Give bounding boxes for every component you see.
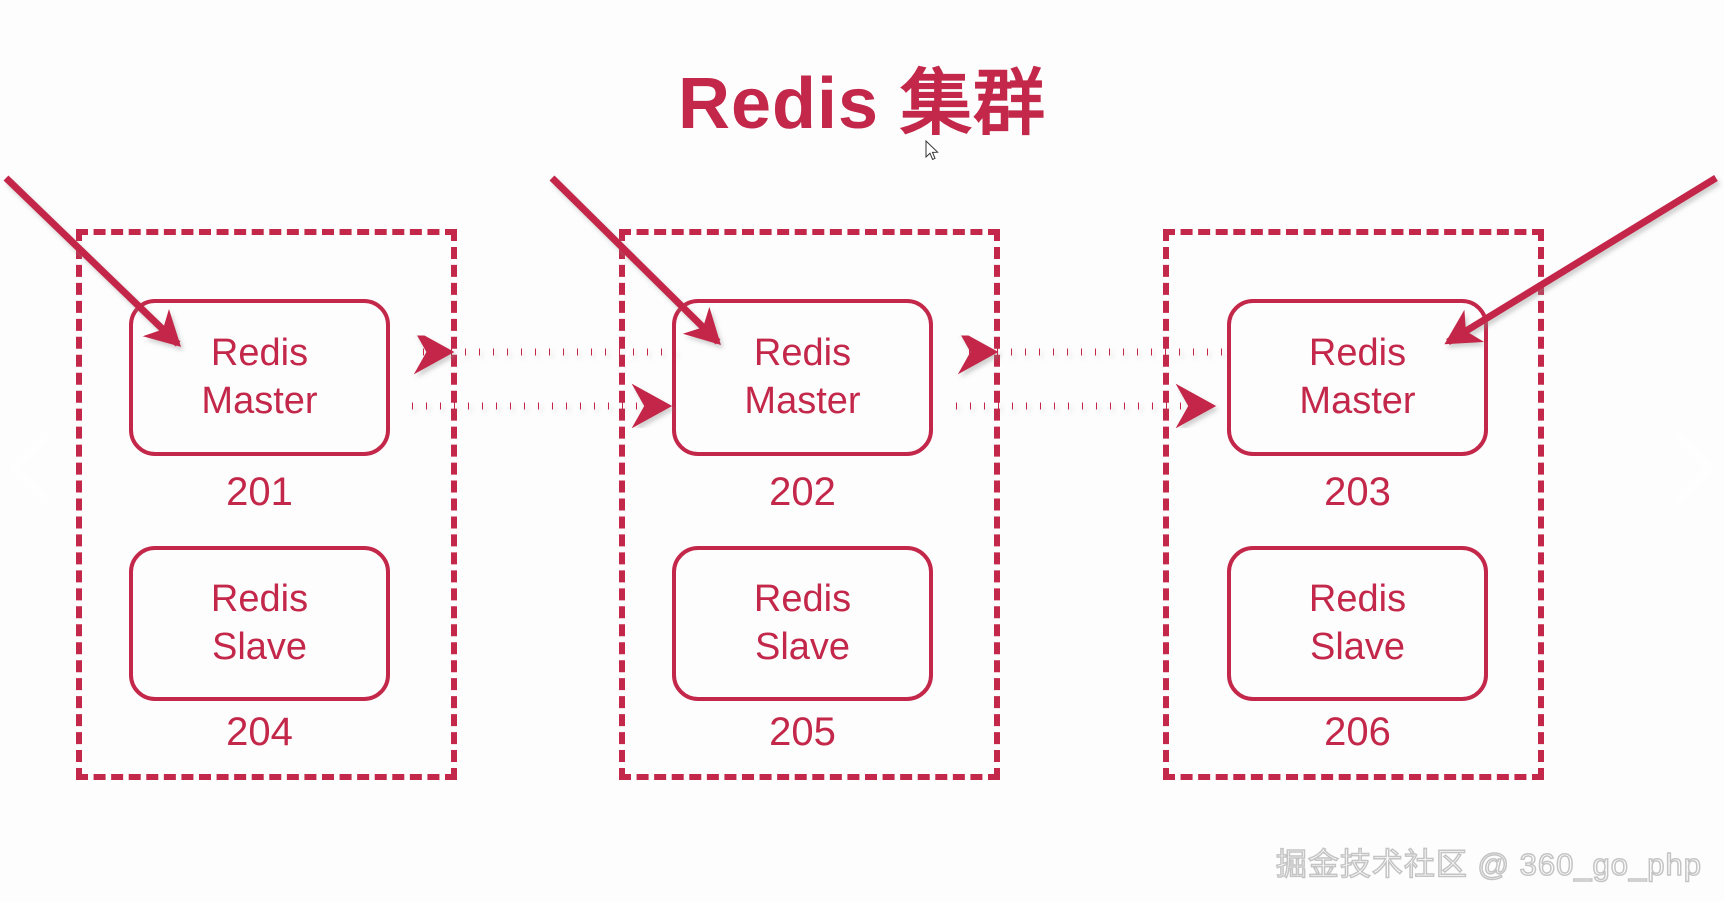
node-redis-master-201[interactable]: Redis Master (129, 299, 390, 456)
node-label-line1: Redis (753, 578, 852, 620)
port-label-201: 201 (226, 470, 293, 514)
port-label-204: 204 (226, 710, 293, 754)
node-label-line2: Master (744, 379, 861, 422)
node-redis-master-203[interactable]: Redis Master (1227, 299, 1488, 456)
port-label-202: 202 (769, 470, 836, 514)
cluster-group-3 (1163, 229, 1544, 780)
chevron-left-icon[interactable] (6, 430, 60, 506)
node-label-line2: Slave (211, 625, 308, 668)
node-label-line2: Slave (1309, 625, 1406, 668)
node-redis-slave-206[interactable]: Redis Slave (1227, 546, 1488, 701)
node-label-line1: Redis (1308, 332, 1407, 374)
node-label-line1: Redis (753, 332, 852, 374)
node-redis-master-202[interactable]: Redis Master (672, 299, 933, 456)
port-label-206: 206 (1324, 710, 1391, 754)
node-label-line2: Slave (754, 625, 851, 668)
chevron-right-icon[interactable] (1664, 430, 1718, 506)
node-label-line2: Master (1299, 379, 1416, 422)
node-redis-slave-204[interactable]: Redis Slave (129, 546, 390, 701)
mouse-pointer-icon (925, 140, 939, 161)
node-redis-slave-205[interactable]: Redis Slave (672, 546, 933, 701)
port-label-205: 205 (769, 710, 836, 754)
node-label-line1: Redis (210, 332, 309, 374)
cluster-group-2 (619, 229, 1000, 780)
port-label-203: 203 (1324, 470, 1391, 514)
watermark: 掘金技术社区 @ 360_go_php (1275, 846, 1702, 883)
node-label-line1: Redis (1308, 578, 1407, 620)
node-label-line2: Master (201, 379, 318, 422)
cluster-group-1 (76, 229, 457, 780)
node-label-line1: Redis (210, 578, 309, 620)
page-title: Redis 集群 (677, 64, 1047, 144)
